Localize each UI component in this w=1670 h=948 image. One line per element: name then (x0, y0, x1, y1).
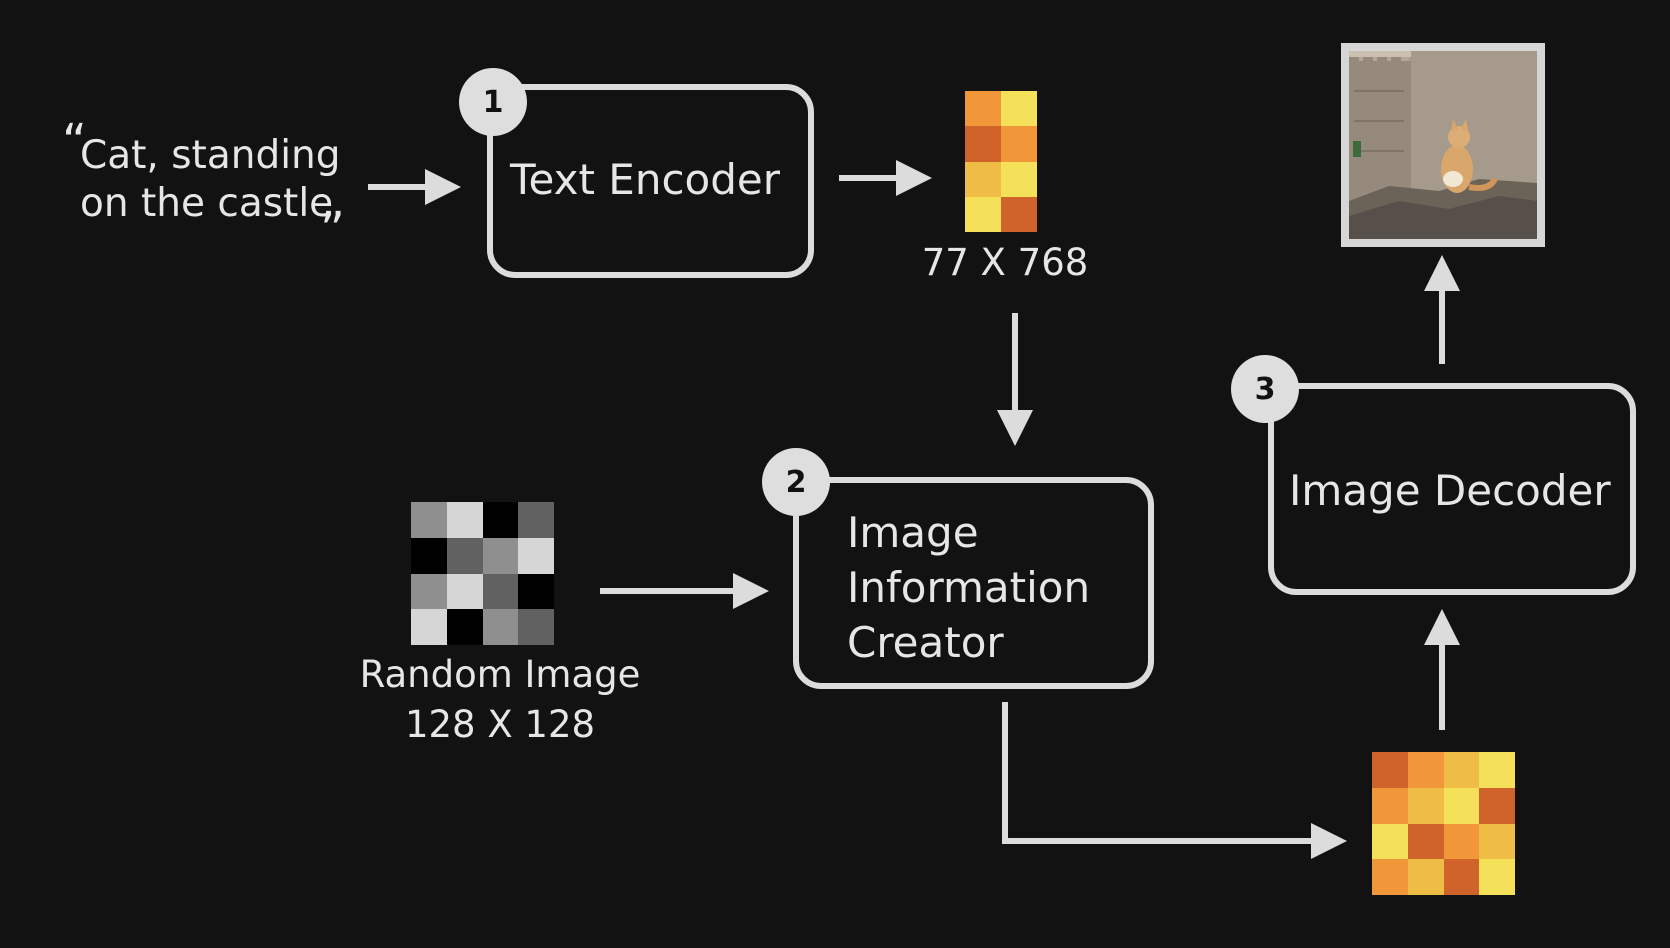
random-image-grid (411, 502, 554, 645)
step-1-badge: 1 (459, 68, 527, 136)
embedding-cell (1001, 91, 1037, 127)
creator-label-line-1: Image (847, 508, 979, 557)
embedding-dimension: 77 X 768 (921, 241, 1089, 284)
image-decoder-label: Image Decoder (1289, 466, 1611, 515)
creator-label-line-3: Creator (847, 618, 1004, 667)
open-quote: “ (62, 114, 87, 170)
noise-cell (518, 573, 554, 610)
noise-cell (446, 537, 483, 574)
embedding-cell (1001, 161, 1037, 197)
image-decoder-box (1268, 383, 1636, 595)
noise-cell (518, 537, 554, 574)
embedding-cell (965, 91, 1001, 127)
image-information-creator-box (793, 477, 1154, 689)
embedding-cell (965, 196, 1001, 232)
prompt-line-2: on the castle (80, 181, 334, 226)
random-image-caption: Random Image 128 X 128 (340, 650, 660, 750)
latent-cell (1443, 859, 1480, 895)
latent-cell (1372, 752, 1408, 788)
text-encoder-label: Text Encoder (510, 155, 781, 204)
latent-cell (1479, 752, 1515, 788)
noise-cell (482, 573, 519, 610)
noise-cell (482, 502, 519, 538)
noise-cell (411, 537, 447, 574)
latent-cell (1479, 787, 1515, 824)
close-quote: ” (320, 202, 345, 258)
noise-cell (411, 502, 447, 538)
latent-cell (1372, 823, 1408, 860)
noise-cell (411, 609, 447, 645)
noise-cell (482, 537, 519, 574)
latent-cell (1479, 823, 1515, 860)
output-image (1341, 43, 1545, 247)
latent-cell (1443, 787, 1480, 824)
creator-to-latent-arrow (1002, 702, 1347, 859)
text-encoder-box (487, 84, 814, 278)
embedding-cell (1001, 196, 1037, 232)
noise-cell (446, 573, 483, 610)
noise-cell (518, 609, 554, 645)
random-image-caption-line-1: Random Image (359, 653, 641, 696)
prompt-text: Cat, standing on the castle (80, 132, 341, 228)
creator-label-line-2: Information (847, 563, 1091, 612)
random-image-caption-line-2: 128 X 128 (404, 703, 596, 746)
step-3-badge: 3 (1231, 355, 1299, 423)
noise-cell (446, 502, 483, 538)
noise-cell (446, 609, 483, 645)
noise-cell (482, 609, 519, 645)
latent-cell (1407, 752, 1444, 788)
latent-cell (1372, 859, 1408, 895)
prompt-line-1: Cat, standing (80, 133, 341, 178)
latent-cell (1443, 752, 1480, 788)
latent-cell (1407, 823, 1444, 860)
noise-cell (411, 573, 447, 610)
latent-grid (1372, 752, 1515, 895)
latent-cell (1479, 859, 1515, 895)
latent-cell (1443, 823, 1480, 860)
embedding-cell (965, 126, 1001, 162)
image-information-creator-label: Image Information Creator (847, 505, 1090, 670)
latent-cell (1407, 787, 1444, 824)
latent-cell (1372, 787, 1408, 824)
embedding-cell (1001, 126, 1037, 162)
text-embedding-grid (965, 91, 1037, 232)
noise-cell (518, 502, 554, 538)
step-2-badge: 2 (762, 448, 830, 516)
latent-cell (1407, 859, 1444, 895)
cat-castle-picture (1349, 51, 1537, 239)
embedding-cell (965, 161, 1001, 197)
